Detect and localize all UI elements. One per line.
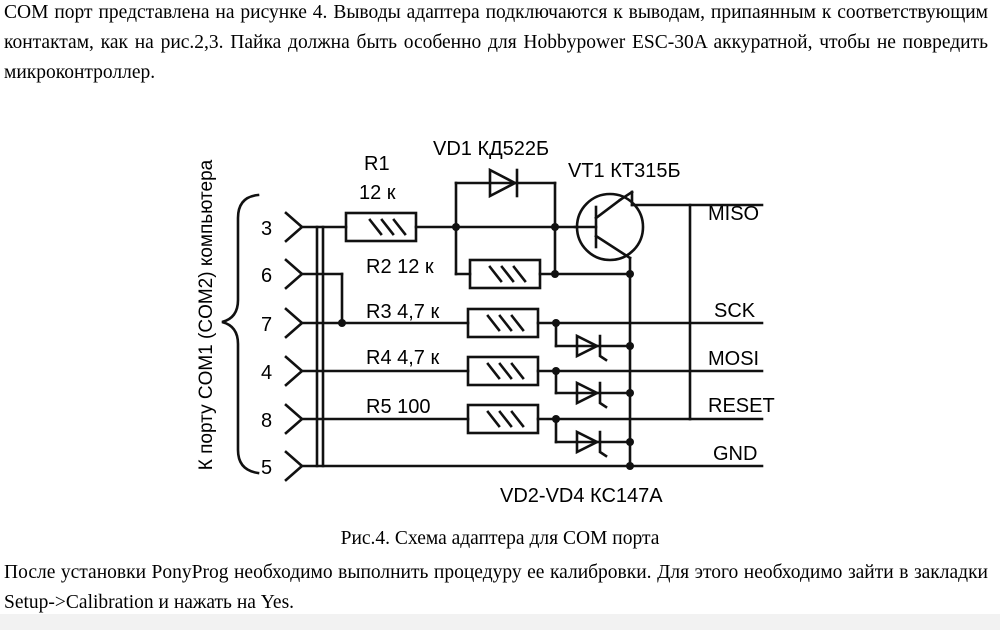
pin-4: 4 [261, 362, 272, 384]
bottom-paragraph: После установки PonyProg необходимо выпо… [4, 562, 988, 613]
resistor-r1 [344, 211, 418, 243]
vd-zener-label: VD2-VD4 КС147А [500, 485, 663, 507]
pin-7: 7 [261, 314, 272, 336]
resistor-r4 [466, 355, 540, 387]
figure-caption: Рис.4. Схема адаптера для COM порта [340, 528, 660, 549]
pin-3: 3 [261, 218, 272, 240]
signal-mosi: MOSI [708, 348, 759, 370]
pin-5: 5 [261, 457, 272, 479]
diode-vd1 [488, 167, 518, 199]
r3-label: R3 4,7 к [366, 301, 439, 323]
pin-6: 6 [261, 265, 272, 287]
top-paragraph: COM порт представлена на рисунке 4. Выво… [4, 2, 988, 83]
resistor-r2 [468, 258, 542, 290]
signal-miso: MISO [708, 203, 759, 225]
pin-connectors [284, 211, 304, 482]
zener-diodes [554, 321, 632, 458]
r2-label: R2 12 к [366, 256, 434, 278]
signal-reset: RESET [708, 395, 775, 417]
r5-label: R5 100 [366, 396, 431, 418]
junction-dots [338, 223, 634, 470]
r4-label: R4 4,7 к [366, 347, 439, 369]
resistor-r5 [466, 403, 540, 435]
resistor-r3 [466, 307, 540, 339]
pin-8: 8 [261, 410, 272, 432]
port-label: К порту COM1 (COM2) компьютера [196, 159, 217, 470]
signal-gnd: GND [713, 443, 757, 465]
r1-value: 12 к [359, 182, 396, 204]
adapter-schematic: К порту COM1 (COM2) компьютера 3 6 7 4 8… [196, 138, 775, 507]
r1-name: R1 [364, 153, 390, 175]
page-edge [0, 614, 1000, 630]
signal-sck: SCK [714, 300, 756, 322]
vt1-label: VT1 КТ315Б [568, 160, 681, 182]
port-brace [221, 193, 260, 475]
vd1-label: VD1 КД522Б [433, 138, 549, 160]
